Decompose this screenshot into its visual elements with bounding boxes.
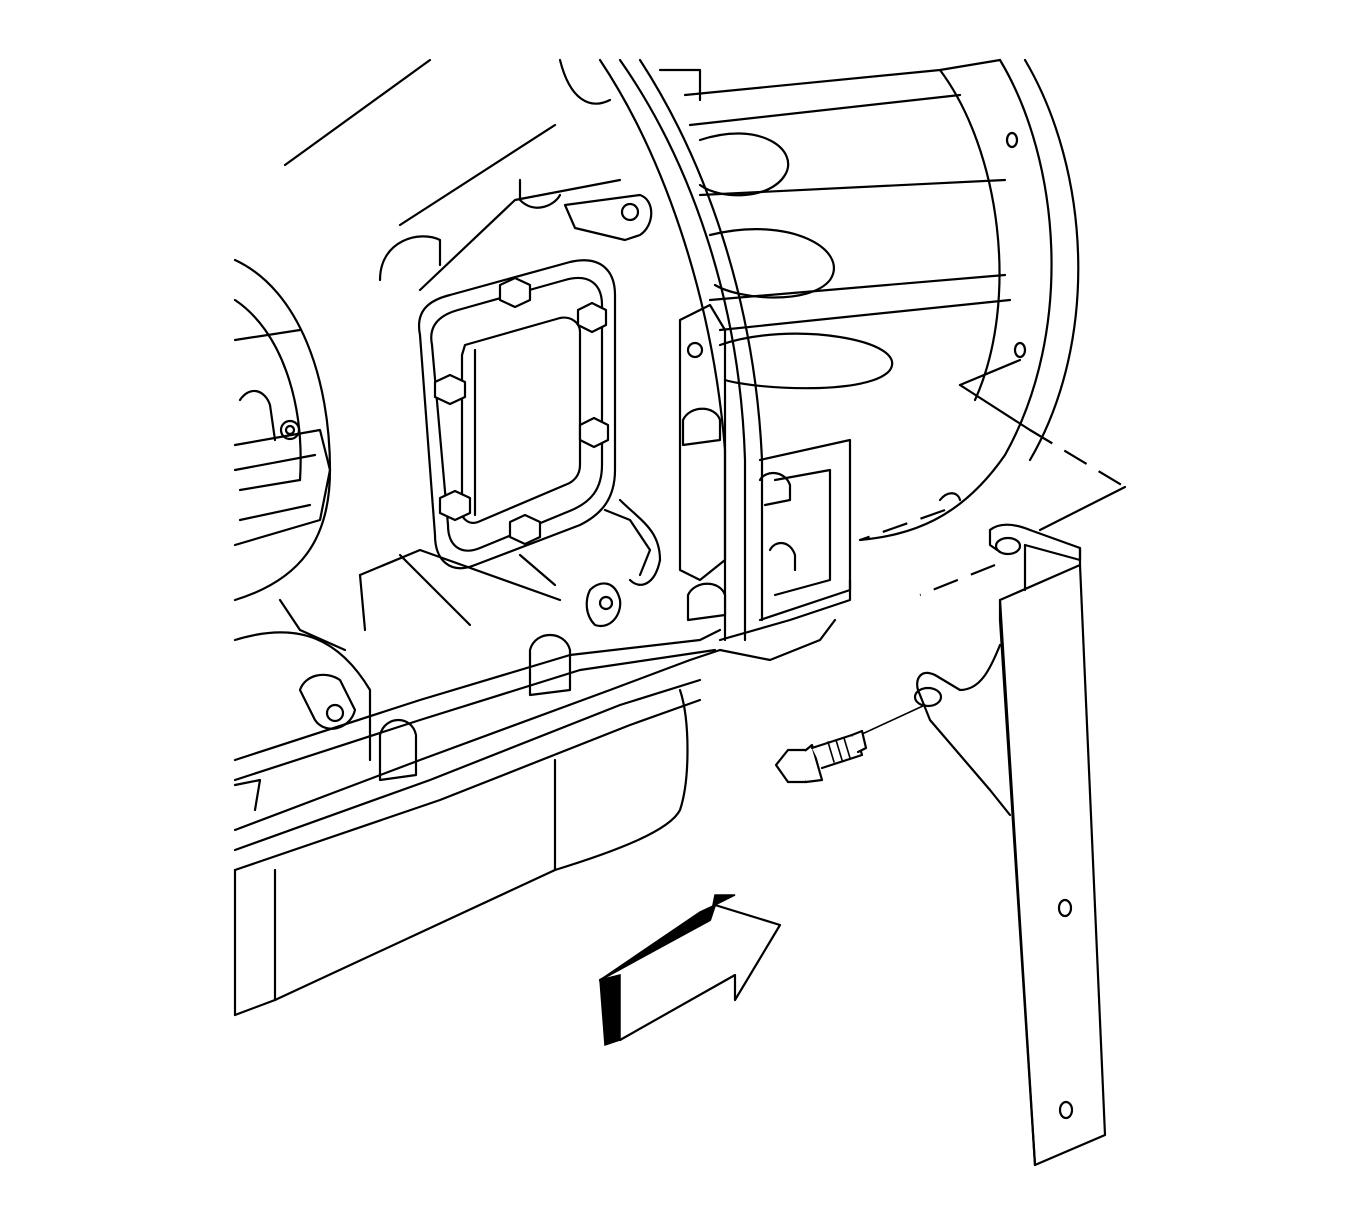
bell-housing bbox=[598, 58, 1080, 662]
flange-hole-icon bbox=[1005, 131, 1019, 149]
transmission-case bbox=[233, 58, 722, 872]
bracket-hole-icon bbox=[913, 686, 943, 708]
bracket-hole-icon bbox=[1057, 898, 1073, 918]
case-boss bbox=[298, 673, 357, 730]
alignment-lines bbox=[859, 358, 1127, 736]
oil-pan bbox=[233, 688, 689, 1017]
side-cover-plate bbox=[417, 178, 797, 622]
mounting-bracket bbox=[913, 523, 1107, 1167]
cover-bolt-icon bbox=[433, 276, 610, 546]
flange-hole-icon bbox=[1013, 341, 1027, 359]
bracket-hole-icon bbox=[1058, 1100, 1074, 1120]
forward-arrow-icon bbox=[598, 894, 782, 1047]
bolt-icon bbox=[774, 729, 868, 784]
case-boss-icon bbox=[279, 419, 301, 441]
bracket-hole-icon bbox=[994, 536, 1022, 556]
